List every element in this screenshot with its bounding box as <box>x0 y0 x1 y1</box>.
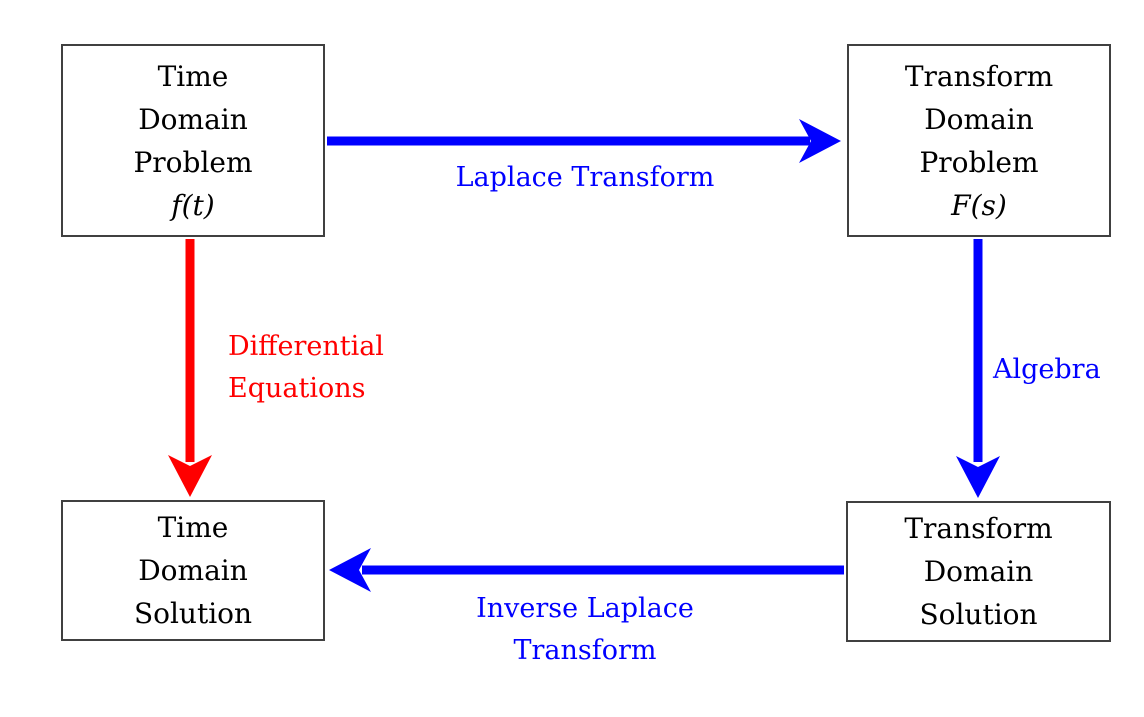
differential-equations-label: Differential Equations <box>228 326 384 410</box>
box-transform-domain-solution: Transform Domain Solution <box>846 501 1111 642</box>
box-time-domain-problem: Time Domain Problem f(t) <box>61 44 325 237</box>
box-line: Domain <box>923 555 1034 588</box>
arrowhead-down-icon <box>956 456 1000 498</box>
inverse-laplace-transform-arrow <box>329 548 844 592</box>
label-line: Inverse Laplace <box>476 593 694 624</box>
box-line: Solution <box>919 598 1038 631</box>
box-time-domain-solution: Time Domain Solution <box>61 500 325 641</box>
box-time-domain-problem-text: Time Domain Problem f(t) <box>133 55 252 227</box>
box-time-domain-solution-text: Time Domain Solution <box>134 506 252 635</box>
box-line: Problem <box>133 145 253 179</box>
box-transform-domain-solution-text: Transform Domain Solution <box>904 507 1052 636</box>
box-line: Time <box>157 511 229 544</box>
laplace-transform-label: Laplace Transform <box>455 162 715 193</box>
differential-equations-arrow <box>168 239 212 497</box>
label-line: Transform <box>513 635 657 666</box>
box-transform-domain-problem: Transform Domain Problem F(s) <box>847 44 1111 237</box>
arrowhead-down-icon <box>168 455 212 497</box>
box-line: Domain <box>138 554 248 587</box>
inverse-laplace-transform-label: Inverse Laplace Transform <box>335 588 835 672</box>
arrowhead-left-icon <box>329 548 371 592</box>
box-line: Time <box>157 59 229 93</box>
box-line: Domain <box>924 102 1034 136</box>
math-expression-Fs: F(s) <box>951 188 1007 222</box>
box-line: Domain <box>138 102 248 136</box>
math-expression-ft: f(t) <box>171 188 215 222</box>
box-transform-domain-problem-text: Transform Domain Problem F(s) <box>905 55 1053 227</box>
algebra-label: Algebra <box>993 354 1101 385</box>
box-line: Transform <box>904 59 1054 93</box>
box-line: Transform <box>904 512 1053 545</box>
label-line: Differential <box>228 331 384 362</box>
box-line: Solution <box>133 597 253 630</box>
label-line: Equations <box>228 373 366 404</box>
box-line: Problem <box>919 145 1039 179</box>
